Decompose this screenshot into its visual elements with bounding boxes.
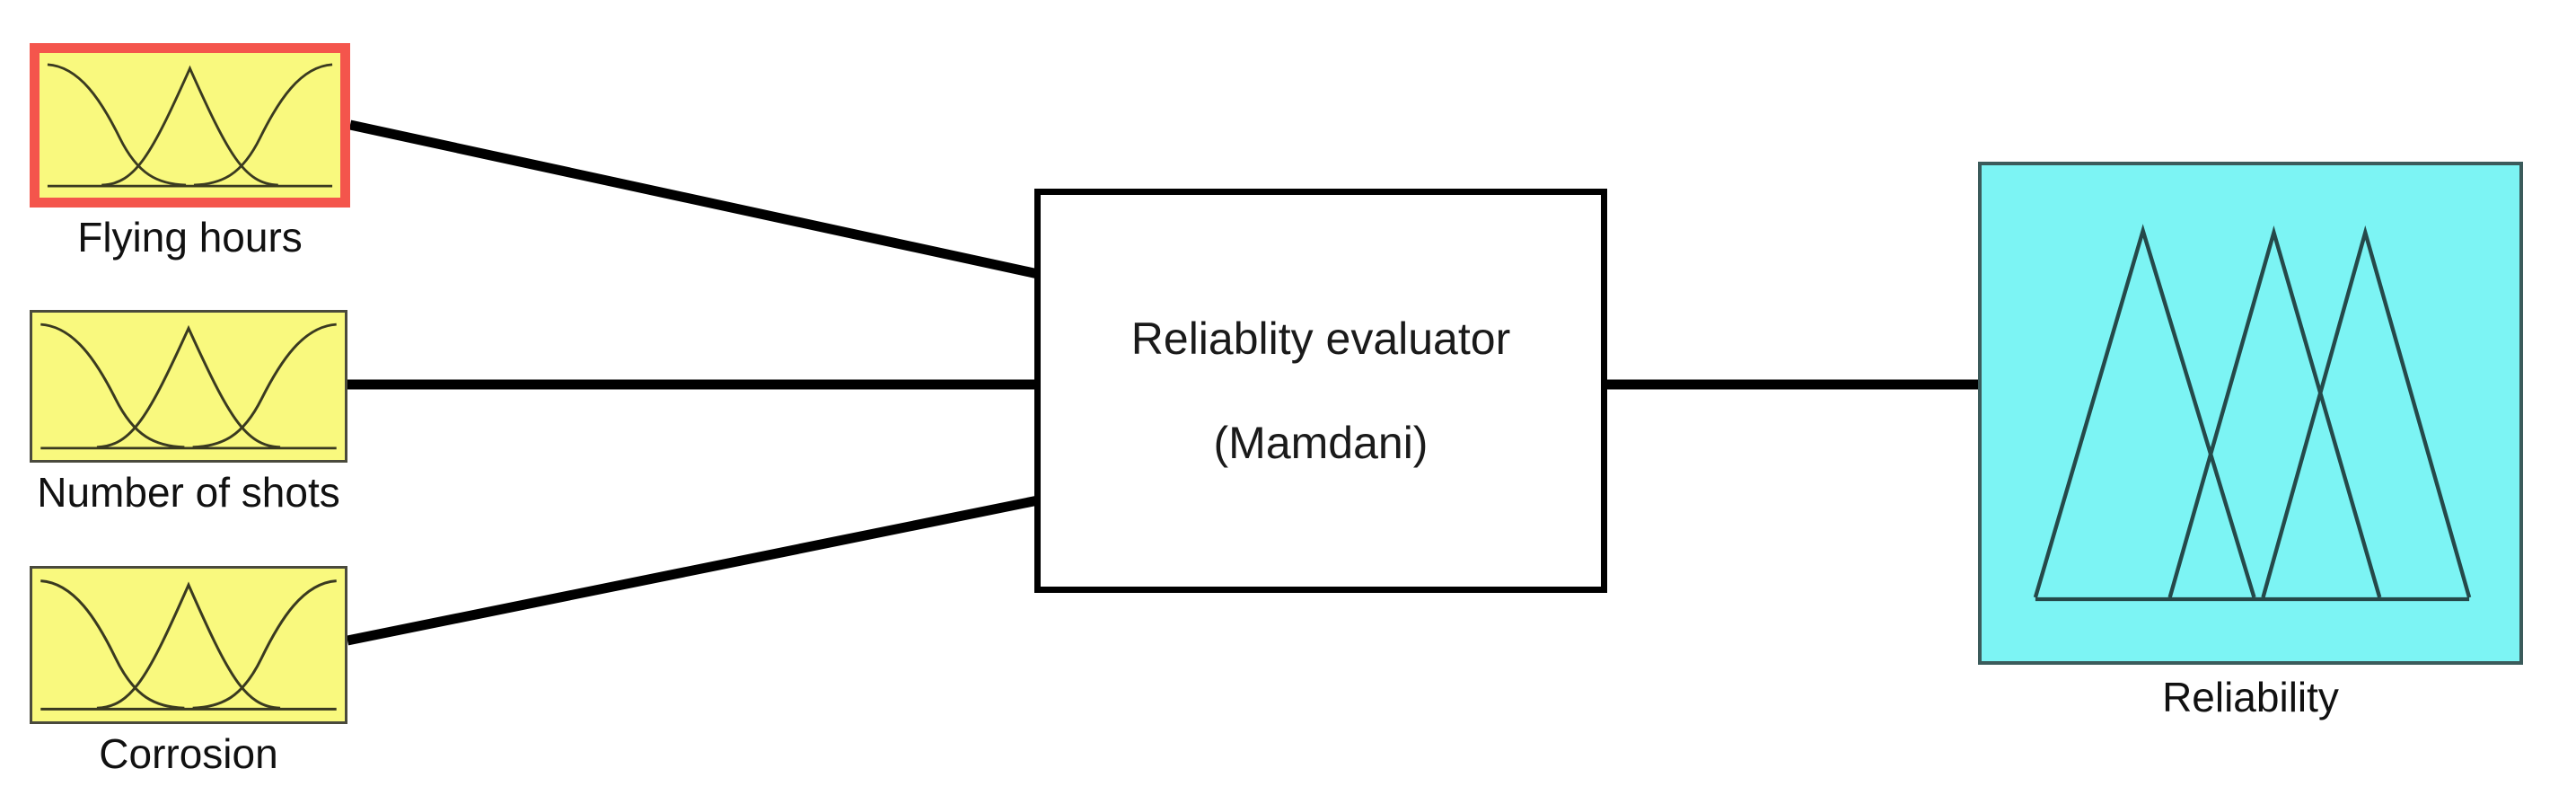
input-box-number-of-shots[interactable] (30, 310, 347, 463)
connector-flying-hours-to-evaluator (348, 119, 1040, 279)
input-label-number-of-shots: Number of shots (37, 469, 340, 516)
connector-corrosion-to-evaluator (346, 495, 1040, 646)
evaluator-title: Reliablity evaluator (1130, 314, 1511, 364)
input-box-corrosion[interactable] (30, 566, 347, 724)
input-box-flying-hours[interactable] (30, 43, 350, 208)
triangular-membership-plot (2033, 224, 2472, 602)
output-label-reliability: Reliability (2162, 674, 2339, 720)
gaussian-membership-plot (47, 63, 333, 188)
gaussian-membership-plot (40, 322, 337, 450)
output-box-reliability[interactable] (1978, 162, 2523, 665)
evaluator-box[interactable]: Reliablity evaluator (Mamdani) (1034, 189, 1607, 593)
input-label-corrosion: Corrosion (99, 730, 278, 777)
input-label-flying-hours: Flying hours (77, 214, 303, 261)
gaussian-membership-plot (40, 579, 337, 711)
evaluator-subtitle: (Mamdani) (1213, 418, 1429, 468)
